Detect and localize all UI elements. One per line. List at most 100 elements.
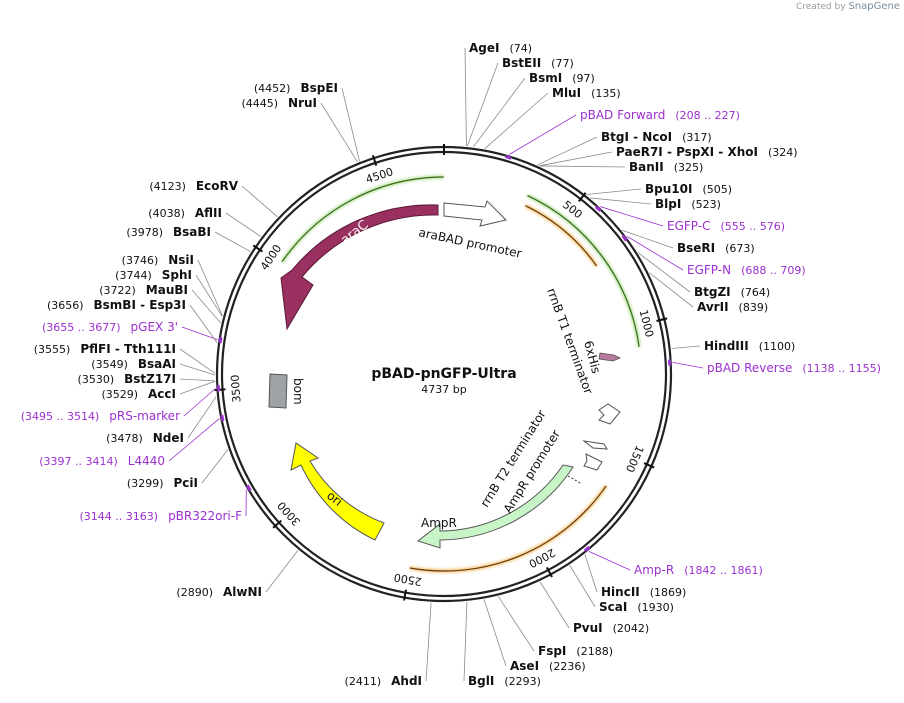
site-name: BstZ17I [124, 372, 176, 386]
site-leader-line [649, 272, 694, 308]
enzyme-label[interactable]: (2411)AhdI [345, 674, 422, 688]
site-location: (839) [739, 301, 769, 314]
site-location: (3746) [122, 254, 159, 267]
ori-feature[interactable] [290, 442, 385, 541]
tick-label: 1500 [623, 443, 646, 474]
enzyme-label[interactable]: BlpI(523) [655, 197, 721, 211]
site-leader-line [425, 602, 432, 682]
enzyme-label[interactable]: HindIII(1100) [704, 339, 795, 353]
primer-label[interactable]: EGFP-N(688 .. 709) [687, 263, 806, 277]
site-location: (97) [572, 72, 595, 85]
site-leader-line [189, 304, 218, 343]
primer-label[interactable]: (3655 .. 3677)pGEX 3' [42, 320, 178, 334]
rrnb-t1-terminator-feature[interactable] [598, 403, 621, 425]
primer-label[interactable]: pBAD Reverse(1138 .. 1155) [707, 361, 881, 375]
site-name: AvrII [697, 300, 729, 314]
6xhis-feature[interactable] [598, 352, 621, 362]
site-location: (1138 .. 1155) [802, 362, 881, 375]
enzyme-label[interactable]: (3478)NdeI [106, 431, 184, 445]
enzyme-label[interactable]: BtgI - NcoI(317) [601, 130, 712, 144]
site-name: BsaAI [138, 357, 176, 371]
primer-label[interactable]: (3397 .. 3414)L4440 [39, 454, 165, 468]
enzyme-label[interactable]: BseRI(673) [677, 241, 755, 255]
enzyme-label[interactable]: (3299)PciI [127, 476, 198, 490]
enzyme-label[interactable]: FspI(2188) [538, 644, 613, 658]
site-name: Amp-R [634, 563, 674, 577]
site-leader-line [195, 274, 223, 317]
site-location: (2188) [576, 645, 613, 658]
enzyme-label[interactable]: AseI(2236) [510, 659, 586, 673]
site-leader-line [464, 47, 467, 147]
site-name: BsaBI [173, 225, 211, 239]
site-leader-line [225, 212, 262, 237]
primer-label[interactable]: pBAD Forward(208 .. 227) [580, 108, 740, 122]
gfp-orf-orange-line [525, 205, 598, 267]
enzyme-label[interactable]: MluI(135) [552, 86, 621, 100]
arac-feature[interactable] [280, 204, 439, 331]
primer-label[interactable]: (3144 .. 3163)pBR322ori-F [80, 509, 243, 523]
enzyme-label[interactable]: PaeR7I - PspXI - XhoI(324) [616, 145, 798, 159]
site-name: BsmBI - Esp3I [94, 298, 186, 312]
ampr-feature[interactable] [416, 464, 574, 549]
enzyme-label[interactable]: (4123)EcoRV [149, 179, 238, 193]
primer-mark [621, 234, 628, 242]
site-location: (324) [768, 146, 798, 159]
primer-mark [220, 414, 225, 422]
site-location: (3656) [47, 299, 84, 312]
enzyme-label[interactable]: (3656) BsmBI - Esp3I [47, 298, 186, 312]
arabad-promoter-feature[interactable] [443, 200, 507, 227]
enzyme-label[interactable]: AgeI(74) [469, 41, 532, 55]
site-leader-line [179, 348, 216, 374]
enzyme-label[interactable]: (3549)BsaAI [91, 357, 176, 371]
enzyme-label[interactable]: (3529)AccI [101, 387, 176, 401]
site-location: (764) [741, 286, 771, 299]
enzyme-label[interactable]: (3746)NsiI [122, 253, 194, 267]
site-leader-line [484, 92, 549, 149]
site-name: pBAD Forward [580, 108, 665, 122]
primer-label[interactable]: Amp-R(1842 .. 1861) [634, 563, 763, 577]
enzyme-label[interactable]: (2890)AlwNI [176, 585, 262, 599]
site-location: (3530) [78, 373, 115, 386]
rrnb-t2-terminator-feature[interactable] [582, 440, 608, 450]
enzyme-label[interactable]: (3978)BsaBI [126, 225, 211, 239]
enzyme-label[interactable]: ScaI(1930) [599, 600, 674, 614]
site-name: pGEX 3' [131, 320, 178, 334]
bom-feature[interactable] [268, 373, 288, 409]
enzyme-label[interactable]: BanII(325) [629, 160, 703, 174]
tick-mark [545, 566, 553, 578]
primer-label[interactable]: (3495 .. 3514)pRS-marker [21, 409, 180, 423]
enzyme-label[interactable]: (4038)AflII [148, 206, 222, 220]
site-name: L4440 [128, 454, 165, 468]
enzyme-label[interactable]: AvrII (839) [697, 300, 768, 314]
enzyme-label[interactable]: BtgZI (764) [694, 285, 770, 299]
enzyme-label[interactable]: BglI(2293) [468, 674, 541, 688]
enzyme-label[interactable]: HincII(1869) [601, 585, 686, 599]
site-location: (1100) [759, 340, 796, 353]
site-name: EcoRV [196, 179, 239, 193]
enzyme-label[interactable]: BstEII(77) [502, 56, 574, 70]
enzyme-label[interactable]: (4445)NruI [241, 96, 317, 110]
site-leader-line [539, 165, 626, 168]
credit-brand: SnapGene [848, 1, 900, 12]
site-leader-line [509, 114, 577, 155]
primer-label[interactable]: EGFP-C(555 .. 576) [667, 219, 785, 233]
site-name: EGFP-C [667, 219, 710, 233]
enzyme-label[interactable]: PvuI(2042) [573, 621, 649, 635]
enzyme-label[interactable]: (3530) BstZ17I [78, 372, 176, 386]
tick-label: 3500 [229, 374, 244, 403]
site-location: (3299) [127, 477, 164, 490]
enzyme-label[interactable]: (3722)MauBI [99, 283, 188, 297]
enzyme-label[interactable]: (3555)PflFI - Tth111I [34, 342, 176, 356]
site-location: (523) [691, 198, 721, 211]
tick-mark [403, 589, 407, 601]
site-leader-line [265, 550, 299, 593]
ampr-promoter-feature[interactable] [583, 453, 603, 471]
enzyme-label[interactable]: Bpu10I(505) [645, 182, 732, 196]
tick-mark [656, 317, 668, 322]
enzyme-label[interactable]: BsmI(97) [529, 71, 595, 85]
arac-orf-line [281, 176, 444, 263]
site-name: BtgZI [694, 285, 731, 299]
enzyme-label[interactable]: (4452)BspEI [254, 81, 338, 95]
enzyme-label[interactable]: (3744)SphI [115, 268, 192, 282]
site-leader-line [588, 550, 631, 571]
